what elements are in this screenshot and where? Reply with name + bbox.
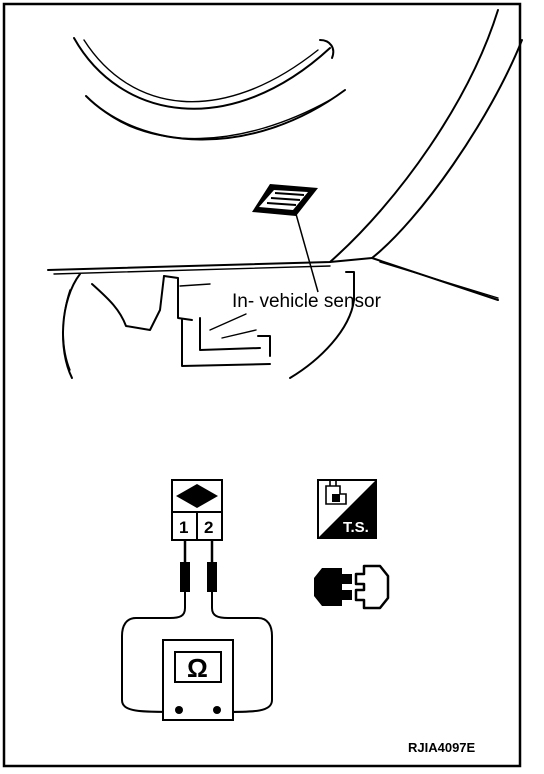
connector-pair-icon — [314, 564, 390, 610]
callout-leader — [295, 213, 319, 293]
dashboard-illustration — [47, 9, 523, 379]
sensor-grille — [252, 184, 318, 216]
probe-tip-2 — [207, 562, 217, 592]
connector-housing — [171, 479, 223, 541]
connector-diamond-icon — [176, 484, 218, 508]
ts-badge-label: T.S. — [343, 519, 369, 536]
ohm-symbol: Ω — [187, 653, 208, 683]
figure-border — [2, 2, 522, 768]
figure-code: RJIA4097E — [408, 740, 476, 755]
pin-2-label: 2 — [204, 518, 213, 537]
pin-1-label: 1 — [179, 518, 188, 537]
ts-badge-icon — [317, 479, 377, 539]
sensor-callout-label: In- vehicle sensor — [232, 291, 382, 312]
meter-terminal-com — [175, 706, 183, 714]
probe-tip-1 — [180, 562, 190, 592]
probe-leads — [121, 540, 273, 713]
meter-terminal-ohm — [213, 706, 221, 714]
ohmmeter-icon — [162, 639, 234, 721]
